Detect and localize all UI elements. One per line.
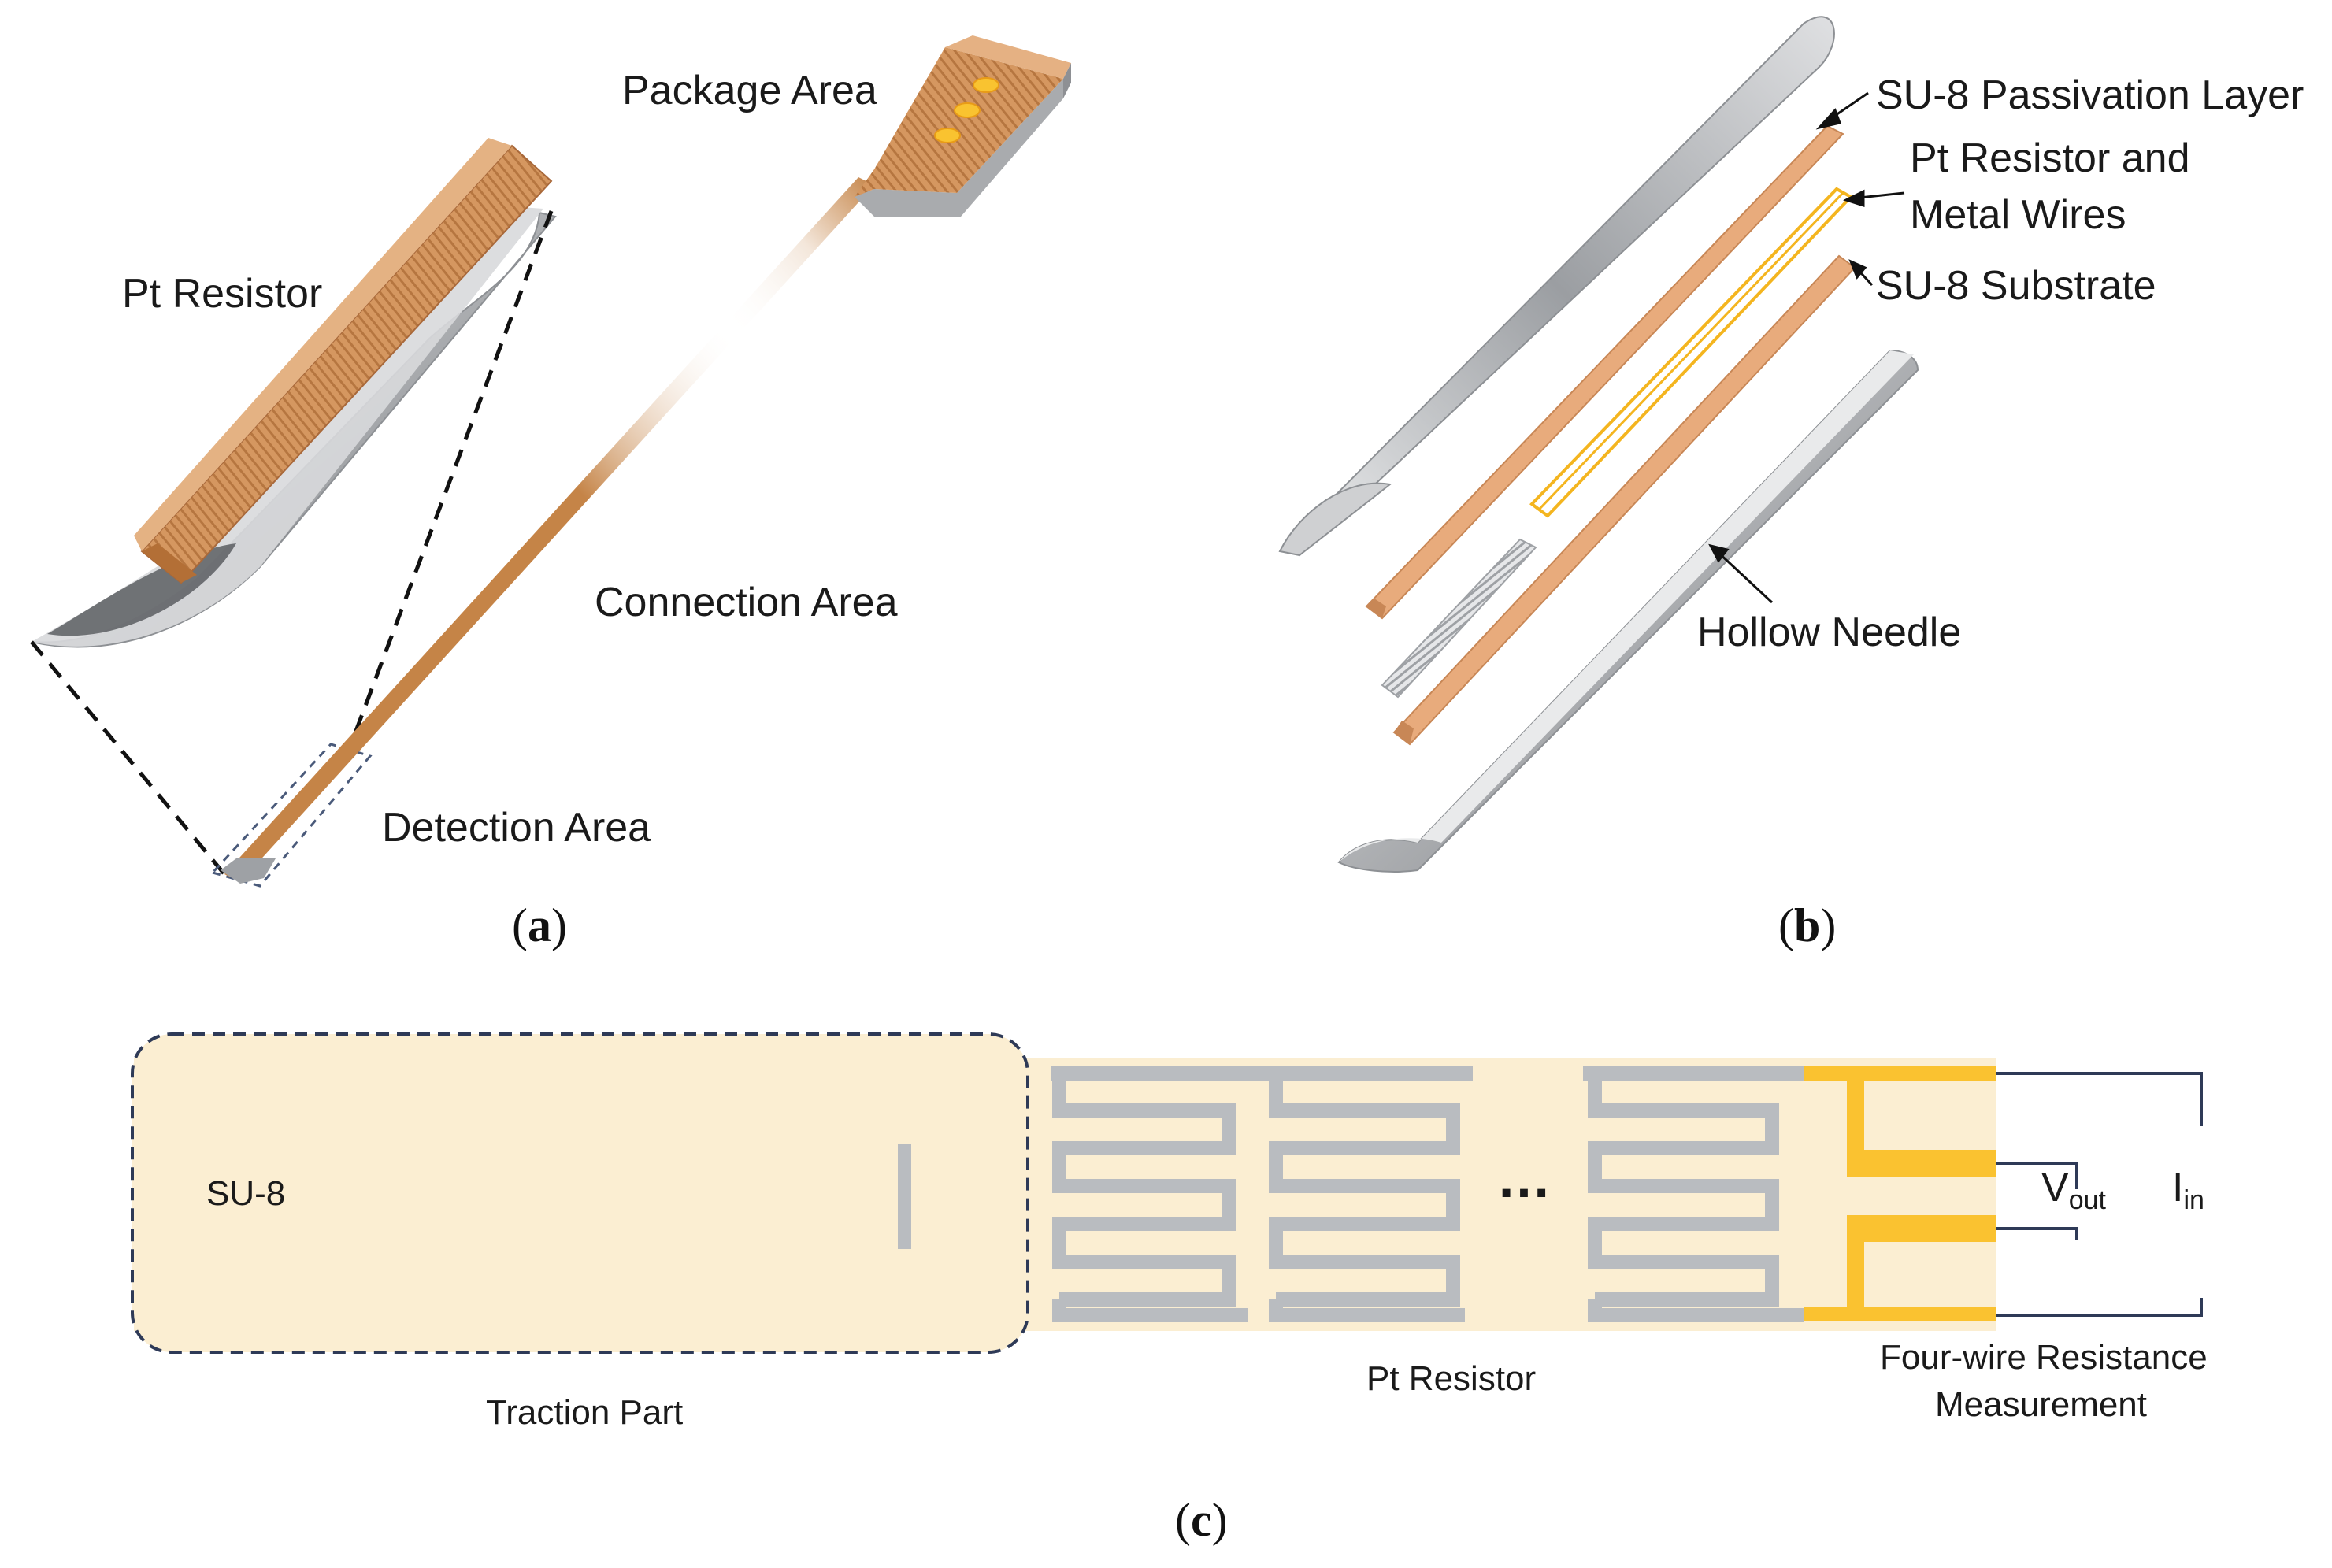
label-pt-resistor-b-line2: Metal Wires	[1910, 192, 2126, 238]
gold-contacts	[1804, 1066, 1996, 1321]
label-connection-area: Connection Area	[595, 580, 898, 625]
probe-tip	[221, 858, 276, 884]
panel-a: Package Area Pt Resistor Connection Area…	[30, 35, 1071, 951]
zoom-line-right	[344, 210, 554, 757]
traction-slot	[898, 1144, 911, 1249]
label-hollow-needle: Hollow Needle	[1697, 610, 1961, 655]
zoom-line-left	[30, 640, 226, 876]
label-vout: Vout	[2041, 1165, 2107, 1215]
serpentine-unit-1	[1051, 1066, 1248, 1322]
label-substrate: SU-8 Substrate	[1876, 263, 2156, 309]
traction-part-box	[131, 1032, 1029, 1354]
label-iin: Iin	[2172, 1165, 2204, 1215]
label-four-wire-line1: Four-wire Resistance	[1880, 1338, 2208, 1377]
panel-c: SU-8 … Vout Iin Traction Part Pt Resisto…	[131, 1032, 2208, 1546]
label-package-area: Package Area	[622, 68, 877, 113]
label-passivation-layer: SU-8 Passivation Layer	[1876, 72, 2304, 118]
package-head	[855, 35, 1071, 217]
needle-upper-half	[1278, 16, 1835, 557]
needle-lower-half	[1337, 349, 1919, 873]
label-pt-resistor-a: Pt Resistor	[122, 271, 322, 317]
serpentine-unit-3	[1583, 1066, 1804, 1322]
zoomed-needle-tip	[31, 138, 557, 648]
label-four-wire-line2: Measurement	[1935, 1385, 2147, 1424]
caption-a: (a)	[512, 899, 567, 951]
label-traction-part: Traction Part	[486, 1393, 683, 1432]
caption-c: (c)	[1175, 1494, 1228, 1546]
label-pt-resistor-b-line1: Pt Resistor and	[1910, 135, 2190, 181]
label-detection-area: Detection Area	[382, 805, 651, 851]
panel-b: SU-8 Passivation Layer Pt Resistor and M…	[1278, 16, 2304, 951]
label-su8: SU-8	[206, 1174, 285, 1213]
label-pt-resistor-c: Pt Resistor	[1366, 1359, 1536, 1398]
leader-lines	[1708, 91, 1905, 604]
measurement-wires	[1996, 1072, 2203, 1317]
probe-shaft	[224, 177, 874, 882]
passivation-layer	[1365, 124, 1844, 620]
caption-b: (b)	[1778, 899, 1836, 951]
serpentine-unit-2	[1248, 1066, 1473, 1322]
label-ellipsis: …	[1496, 1147, 1552, 1209]
